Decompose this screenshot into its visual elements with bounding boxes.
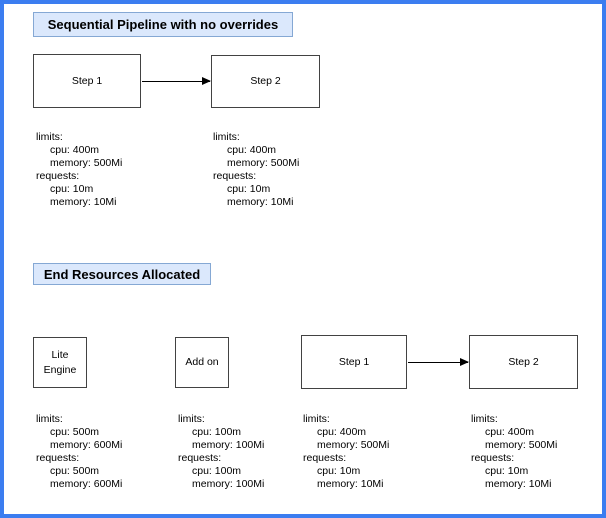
requests-memory: memory: 10Mi [485, 478, 552, 490]
arrow-step1-to-step2-bottom [408, 358, 469, 366]
resources-step2-bottom: limits: cpu: 400m memory: 500Mi requests… [471, 413, 557, 491]
requests-memory: memory: 10Mi [227, 196, 294, 208]
requests-cpu: cpu: 10m [50, 183, 94, 195]
resources-lite-engine: limits: cpu: 500m memory: 600Mi requests… [36, 413, 122, 491]
limits-cpu: cpu: 400m [485, 426, 535, 438]
limits-label: limits: [36, 131, 63, 143]
resources-step2-top: limits: cpu: 400m memory: 500Mi requests… [213, 131, 299, 209]
requests-cpu: cpu: 10m [317, 465, 361, 477]
limits-memory: memory: 500Mi [50, 157, 123, 169]
limits-cpu: cpu: 100m [192, 426, 242, 438]
requests-label: requests: [178, 452, 222, 464]
limits-cpu: cpu: 400m [317, 426, 367, 438]
node-lite-engine: Lite Engine [33, 337, 87, 388]
limits-label: limits: [213, 131, 240, 143]
limits-memory: memory: 500Mi [317, 439, 390, 451]
node-step2-bottom: Step 2 [469, 335, 578, 389]
requests-cpu: cpu: 500m [50, 465, 100, 477]
limits-memory: memory: 500Mi [227, 157, 300, 169]
limits-memory: memory: 500Mi [485, 439, 558, 451]
limits-cpu: cpu: 400m [227, 144, 277, 156]
node-step1-bottom: Step 1 [301, 335, 407, 389]
limits-label: limits: [303, 413, 330, 425]
requests-label: requests: [213, 170, 257, 182]
node-step2-top: Step 2 [211, 55, 320, 108]
limits-label: limits: [471, 413, 498, 425]
node-add-on: Add on [175, 337, 229, 388]
section-title-end-resources: End Resources Allocated [33, 263, 211, 285]
requests-label: requests: [303, 452, 347, 464]
limits-label: limits: [178, 413, 205, 425]
requests-label: requests: [36, 452, 80, 464]
resources-step1-bottom: limits: cpu: 400m memory: 500Mi requests… [303, 413, 389, 491]
requests-cpu: cpu: 10m [227, 183, 271, 195]
limits-memory: memory: 600Mi [50, 439, 123, 451]
resources-step1-top: limits: cpu: 400m memory: 500Mi requests… [36, 131, 122, 209]
arrow-step1-to-step2-top [142, 77, 211, 85]
requests-cpu: cpu: 100m [192, 465, 242, 477]
limits-cpu: cpu: 500m [50, 426, 100, 438]
limits-cpu: cpu: 400m [50, 144, 100, 156]
requests-memory: memory: 10Mi [50, 196, 117, 208]
requests-memory: memory: 10Mi [317, 478, 384, 490]
limits-memory: memory: 100Mi [192, 439, 265, 451]
requests-label: requests: [471, 452, 515, 464]
node-step1-top: Step 1 [33, 54, 141, 108]
requests-memory: memory: 600Mi [50, 478, 123, 490]
requests-cpu: cpu: 10m [485, 465, 529, 477]
resources-add-on: limits: cpu: 100m memory: 100Mi requests… [178, 413, 264, 491]
limits-label: limits: [36, 413, 63, 425]
requests-label: requests: [36, 170, 80, 182]
section-title-sequential-pipeline: Sequential Pipeline with no overrides [33, 12, 293, 37]
requests-memory: memory: 100Mi [192, 478, 265, 490]
